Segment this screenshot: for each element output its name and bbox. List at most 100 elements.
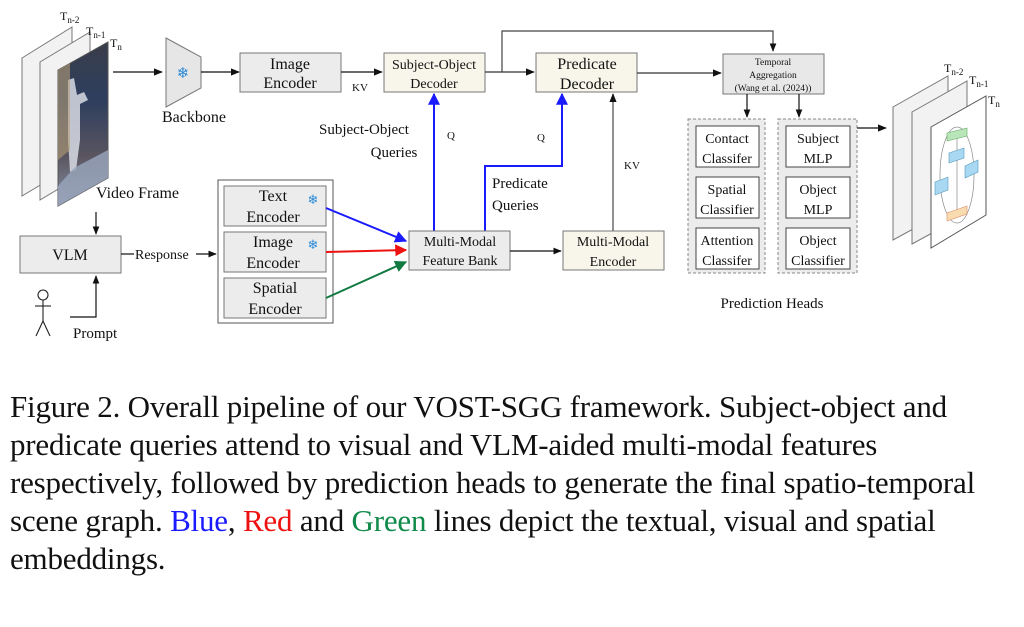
predicate-decoder-line1: Predicate xyxy=(557,56,617,73)
frame-label-tn-1: Tn-1 xyxy=(86,24,105,40)
text-encoder-line2: Encoder xyxy=(246,209,300,226)
image-encoder-top-line2: Encoder xyxy=(263,75,317,92)
feature-bank-box xyxy=(408,230,511,271)
prompt-label: Prompt xyxy=(73,326,118,342)
temporal-line2: Aggregation xyxy=(749,71,797,81)
predicate-queries-line1: Predicate xyxy=(492,176,548,192)
scene-graph-loop xyxy=(939,126,975,224)
object-mlp-line2: MLP xyxy=(804,203,833,218)
feature-bank-line1: Multi-Modal xyxy=(424,235,496,250)
caption-text-1: Figure 2. Overall pipeline of our VOST-S… xyxy=(10,389,976,538)
prediction-heads-title: Prediction Heads xyxy=(721,296,824,312)
output-label-tn-2: Tn-2 xyxy=(944,61,963,77)
predicate-decoder-line2: Decoder xyxy=(560,76,615,93)
backbone-trapezoid xyxy=(165,37,202,108)
snowflake-icon: ❄ xyxy=(177,64,190,82)
multimodal-encoder: Multi-Modal Encoder xyxy=(562,230,665,271)
so-decoder-line2: Decoder xyxy=(410,77,458,92)
q-label-1: Q xyxy=(447,130,455,142)
input-frames: Tn-2 Tn-1 Tn Video Frame xyxy=(21,9,179,207)
arrow-so-temporal-bypass xyxy=(501,30,777,72)
spatial-encoder-line1: Spatial xyxy=(253,280,298,297)
temporal-aggregation-box xyxy=(722,53,825,95)
scene-node-blue-2 xyxy=(964,159,979,179)
attention-classifier-line1: Attention xyxy=(701,234,754,249)
contact-classifier-line2: Classifer xyxy=(702,152,752,167)
output-frames: Tn-2 Tn-1 Tn xyxy=(892,61,1000,249)
mm-encoder-line1: Multi-Modal xyxy=(577,235,649,250)
predicate-decoder: Predicate Decoder xyxy=(535,52,638,93)
output-frame-current xyxy=(930,95,987,249)
caption-comma: , xyxy=(227,503,243,538)
attention-classifier-line2: Classifer xyxy=(702,254,752,269)
scene-node-person xyxy=(946,127,968,142)
text-encoder-box xyxy=(223,185,327,227)
caption-and: and xyxy=(292,503,352,538)
image-encoder-line2: Encoder xyxy=(246,255,300,272)
caption-blue: Blue xyxy=(170,503,228,538)
backbone: ❄ Backbone xyxy=(162,37,226,126)
scene-node-object xyxy=(946,205,968,222)
image-encoder-line1: Image xyxy=(253,234,293,251)
caption-red: Red xyxy=(242,503,293,538)
predicate-queries-line2: Queries xyxy=(492,198,539,214)
encoders-group: Text Encoder ❄ Image Encoder ❄ Spatial E… xyxy=(217,179,334,324)
response-label: Response xyxy=(135,248,189,263)
visual-embedding-line xyxy=(325,244,408,257)
pipeline-diagram: Tn-2 Tn-1 Tn Video Frame ❄ Backbone Imag… xyxy=(19,9,1000,342)
user-stick-figure-icon xyxy=(35,289,51,337)
vlm: VLM xyxy=(19,235,122,274)
scene-node-blue-1 xyxy=(948,147,965,164)
kv-label-2: KV xyxy=(624,160,640,172)
predicate-decoder-box xyxy=(535,52,638,93)
spatial-classifier-line2: Classifier xyxy=(700,203,754,218)
text-encoder-line1: Text xyxy=(259,188,288,205)
bed-in-frame xyxy=(58,150,108,206)
mm-encoder-box xyxy=(562,230,665,271)
subject-object-decoder: Subject-Object Decoder xyxy=(383,52,486,93)
object-classifier-line2: Classifier xyxy=(791,254,845,269)
image-encoder-top-line1: Image xyxy=(270,56,310,73)
spatial-encoder-line2: Encoder xyxy=(248,301,302,318)
wall-in-frame xyxy=(58,63,70,160)
spatial-classifier-line1: Spatial xyxy=(708,183,747,198)
output-label-tn: Tn xyxy=(988,93,1000,109)
so-queries-line2: Queries xyxy=(371,145,418,161)
object-mlp-line1: Object xyxy=(799,183,836,198)
frame-label-tn: Tn xyxy=(110,36,122,52)
subject-mlp-line1: Subject xyxy=(797,132,839,147)
mm-encoder-line2: Encoder xyxy=(590,255,637,270)
figure-caption: Figure 2. Overall pipeline of our VOST-S… xyxy=(10,388,1010,578)
scene-node-blue-3 xyxy=(934,176,949,196)
person-in-frame xyxy=(68,78,88,172)
temporal-line1: Temporal xyxy=(755,58,792,68)
output-label-tn-1: Tn-1 xyxy=(969,73,988,89)
object-mlp-box xyxy=(785,176,851,219)
temporal-line3: (Wang et al. (2024)) xyxy=(735,83,812,94)
object-classifier-box xyxy=(785,227,851,270)
object-classifier-line1: Object xyxy=(799,234,836,249)
temporal-aggregation: Temporal Aggregation (Wang et al. (2024)… xyxy=(722,53,825,95)
spatial-encoder-box xyxy=(223,277,327,319)
feature-bank-line2: Feature Bank xyxy=(422,254,497,269)
image-encoder-snowflake-icon: ❄ xyxy=(308,238,319,253)
image-encoder-top: Image Encoder xyxy=(239,52,342,93)
predicate-query-line xyxy=(484,92,568,231)
q-label-2: Q xyxy=(537,132,545,144)
image-encoder-top-box xyxy=(239,52,342,93)
frame-label-tn-2: Tn-2 xyxy=(60,9,79,25)
text-encoder-snowflake-icon: ❄ xyxy=(308,193,319,208)
so-decoder-box xyxy=(383,52,486,93)
prompt-arrow xyxy=(70,275,100,318)
prediction-heads: Contact Classifer Spatial Classifier Att… xyxy=(687,118,858,312)
vlm-label: VLM xyxy=(52,247,88,264)
so-decoder-line1: Subject-Object xyxy=(392,58,476,73)
subject-mlp-box xyxy=(785,125,851,168)
backbone-label: Backbone xyxy=(162,109,226,126)
kv-label-1: KV xyxy=(352,82,368,94)
caption-green: Green xyxy=(351,503,427,538)
contact-classifier-box xyxy=(695,125,760,168)
attention-classifier-box xyxy=(695,227,760,270)
textual-embedding-line xyxy=(325,207,408,243)
spatial-classifier-box xyxy=(695,176,760,219)
